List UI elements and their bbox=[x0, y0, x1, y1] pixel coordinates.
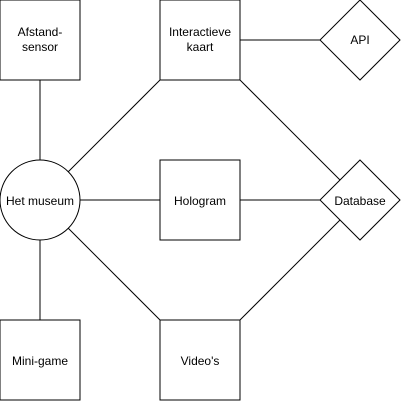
node-database-label: Database bbox=[334, 194, 386, 208]
node-afstandsensor: Afstand- sensor bbox=[0, 0, 81, 81]
node-hologram-label: Hologram bbox=[174, 194, 226, 208]
node-videos-label: Video's bbox=[181, 354, 220, 368]
node-database: Database bbox=[319, 159, 401, 241]
node-interactieve-kaart: Interactieve kaart bbox=[159, 0, 241, 81]
node-videos: Video's bbox=[159, 319, 241, 401]
node-afstandsensor-label-line1: Afstand- bbox=[18, 25, 63, 39]
node-afstandsensor-label-line2: sensor bbox=[22, 40, 58, 54]
node-interactieve-kaart-label-line1: Interactieve bbox=[169, 25, 231, 39]
edge-videos-database bbox=[239, 219, 341, 321]
edge-museum-interactieve-kaart bbox=[67, 79, 161, 173]
node-api: API bbox=[319, 0, 401, 81]
node-het-museum: Het museum bbox=[0, 159, 81, 241]
node-minigame-label: Mini-game bbox=[12, 354, 68, 368]
edge-museum-videos bbox=[67, 227, 161, 321]
node-api-label: API bbox=[350, 33, 369, 47]
node-het-museum-label: Het museum bbox=[6, 194, 74, 208]
edge-kaart-database bbox=[239, 79, 341, 181]
node-minigame: Mini-game bbox=[0, 319, 81, 401]
node-interactieve-kaart-label-line2: kaart bbox=[187, 40, 214, 54]
node-hologram: Hologram bbox=[159, 159, 241, 241]
